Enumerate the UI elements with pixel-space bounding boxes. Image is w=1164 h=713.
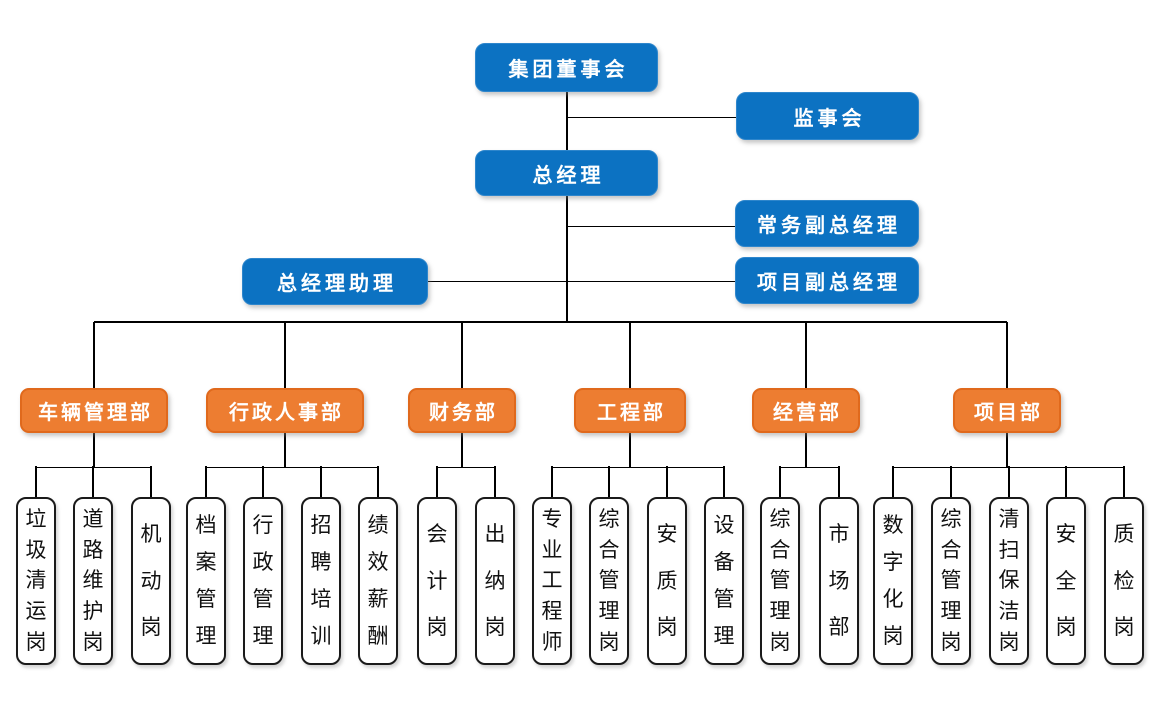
connector-line [805, 433, 807, 467]
position-box: 综合管理岗 [931, 497, 971, 665]
connector-line [552, 466, 724, 468]
connector-line [805, 322, 807, 388]
dept-engineering: 工程部 [574, 388, 686, 433]
connector-line [428, 280, 735, 282]
connector-line [494, 466, 496, 498]
connector-line [1006, 433, 1008, 467]
connector-line [565, 92, 568, 322]
position-box: 道路维护岗 [73, 497, 113, 665]
dept-operations: 经营部 [752, 388, 860, 433]
node-gm-assistant: 总经理助理 [242, 258, 428, 305]
connector-line [284, 433, 286, 467]
dept-vehicle-management: 车辆管理部 [20, 388, 168, 433]
connector-line [551, 466, 553, 498]
connector-line [1065, 466, 1067, 498]
connector-line [205, 466, 207, 498]
position-box: 会计岗 [417, 497, 457, 665]
position-box: 垃圾清运岗 [16, 497, 56, 665]
connector-line [150, 466, 152, 498]
position-box: 招聘培训 [301, 497, 341, 665]
connector-line [284, 322, 286, 388]
position-box: 专业工程师 [532, 497, 572, 665]
connector-line [780, 466, 839, 468]
connector-line [723, 466, 725, 498]
node-board: 集团董事会 [475, 43, 658, 92]
position-box: 档案管理 [186, 497, 226, 665]
connector-line [1006, 322, 1008, 388]
connector-line [92, 466, 94, 498]
connector-line [666, 466, 668, 498]
position-box: 绩效薪酬 [358, 497, 398, 665]
position-box: 机动岗 [131, 497, 171, 665]
connector-line [262, 466, 264, 498]
position-box: 设备管理 [704, 497, 744, 665]
connector-line [437, 466, 495, 468]
position-box: 综合管理岗 [589, 497, 629, 665]
connector-line [838, 466, 840, 498]
position-box: 数字化岗 [873, 497, 913, 665]
node-supervisory-board: 监事会 [736, 92, 919, 140]
connector-line [206, 466, 378, 468]
connector-line [566, 225, 735, 227]
position-box: 安质岗 [647, 497, 687, 665]
connector-line [93, 433, 95, 467]
position-box: 安全岗 [1046, 497, 1086, 665]
connector-line [461, 433, 463, 467]
dept-admin-hr: 行政人事部 [206, 388, 364, 433]
node-general-manager: 总经理 [475, 150, 658, 196]
connector-line [566, 116, 736, 118]
connector-line [461, 322, 463, 388]
dept-project: 项目部 [953, 388, 1061, 433]
position-box: 质检岗 [1104, 497, 1144, 665]
position-box: 行政管理 [243, 497, 283, 665]
connector-line [377, 466, 379, 498]
position-box: 清扫保洁岗 [989, 497, 1029, 665]
connector-line [629, 322, 631, 388]
position-box: 出纳岗 [475, 497, 515, 665]
dept-finance: 财务部 [408, 388, 516, 433]
connector-line [94, 321, 1007, 323]
node-executive-deputy-gm: 常务副总经理 [735, 200, 919, 247]
connector-line [35, 466, 37, 498]
connector-line [93, 322, 95, 388]
connector-line [320, 466, 322, 498]
connector-line [1123, 466, 1125, 498]
node-project-deputy-gm: 项目副总经理 [735, 257, 919, 304]
position-box: 市场部 [819, 497, 859, 665]
position-box: 综合管理岗 [760, 497, 800, 665]
connector-line [436, 466, 438, 498]
connector-line [608, 466, 610, 498]
connector-line [950, 466, 952, 498]
connector-line [892, 466, 894, 498]
connector-line [629, 433, 631, 467]
connector-line [1008, 466, 1010, 498]
connector-line [779, 466, 781, 498]
